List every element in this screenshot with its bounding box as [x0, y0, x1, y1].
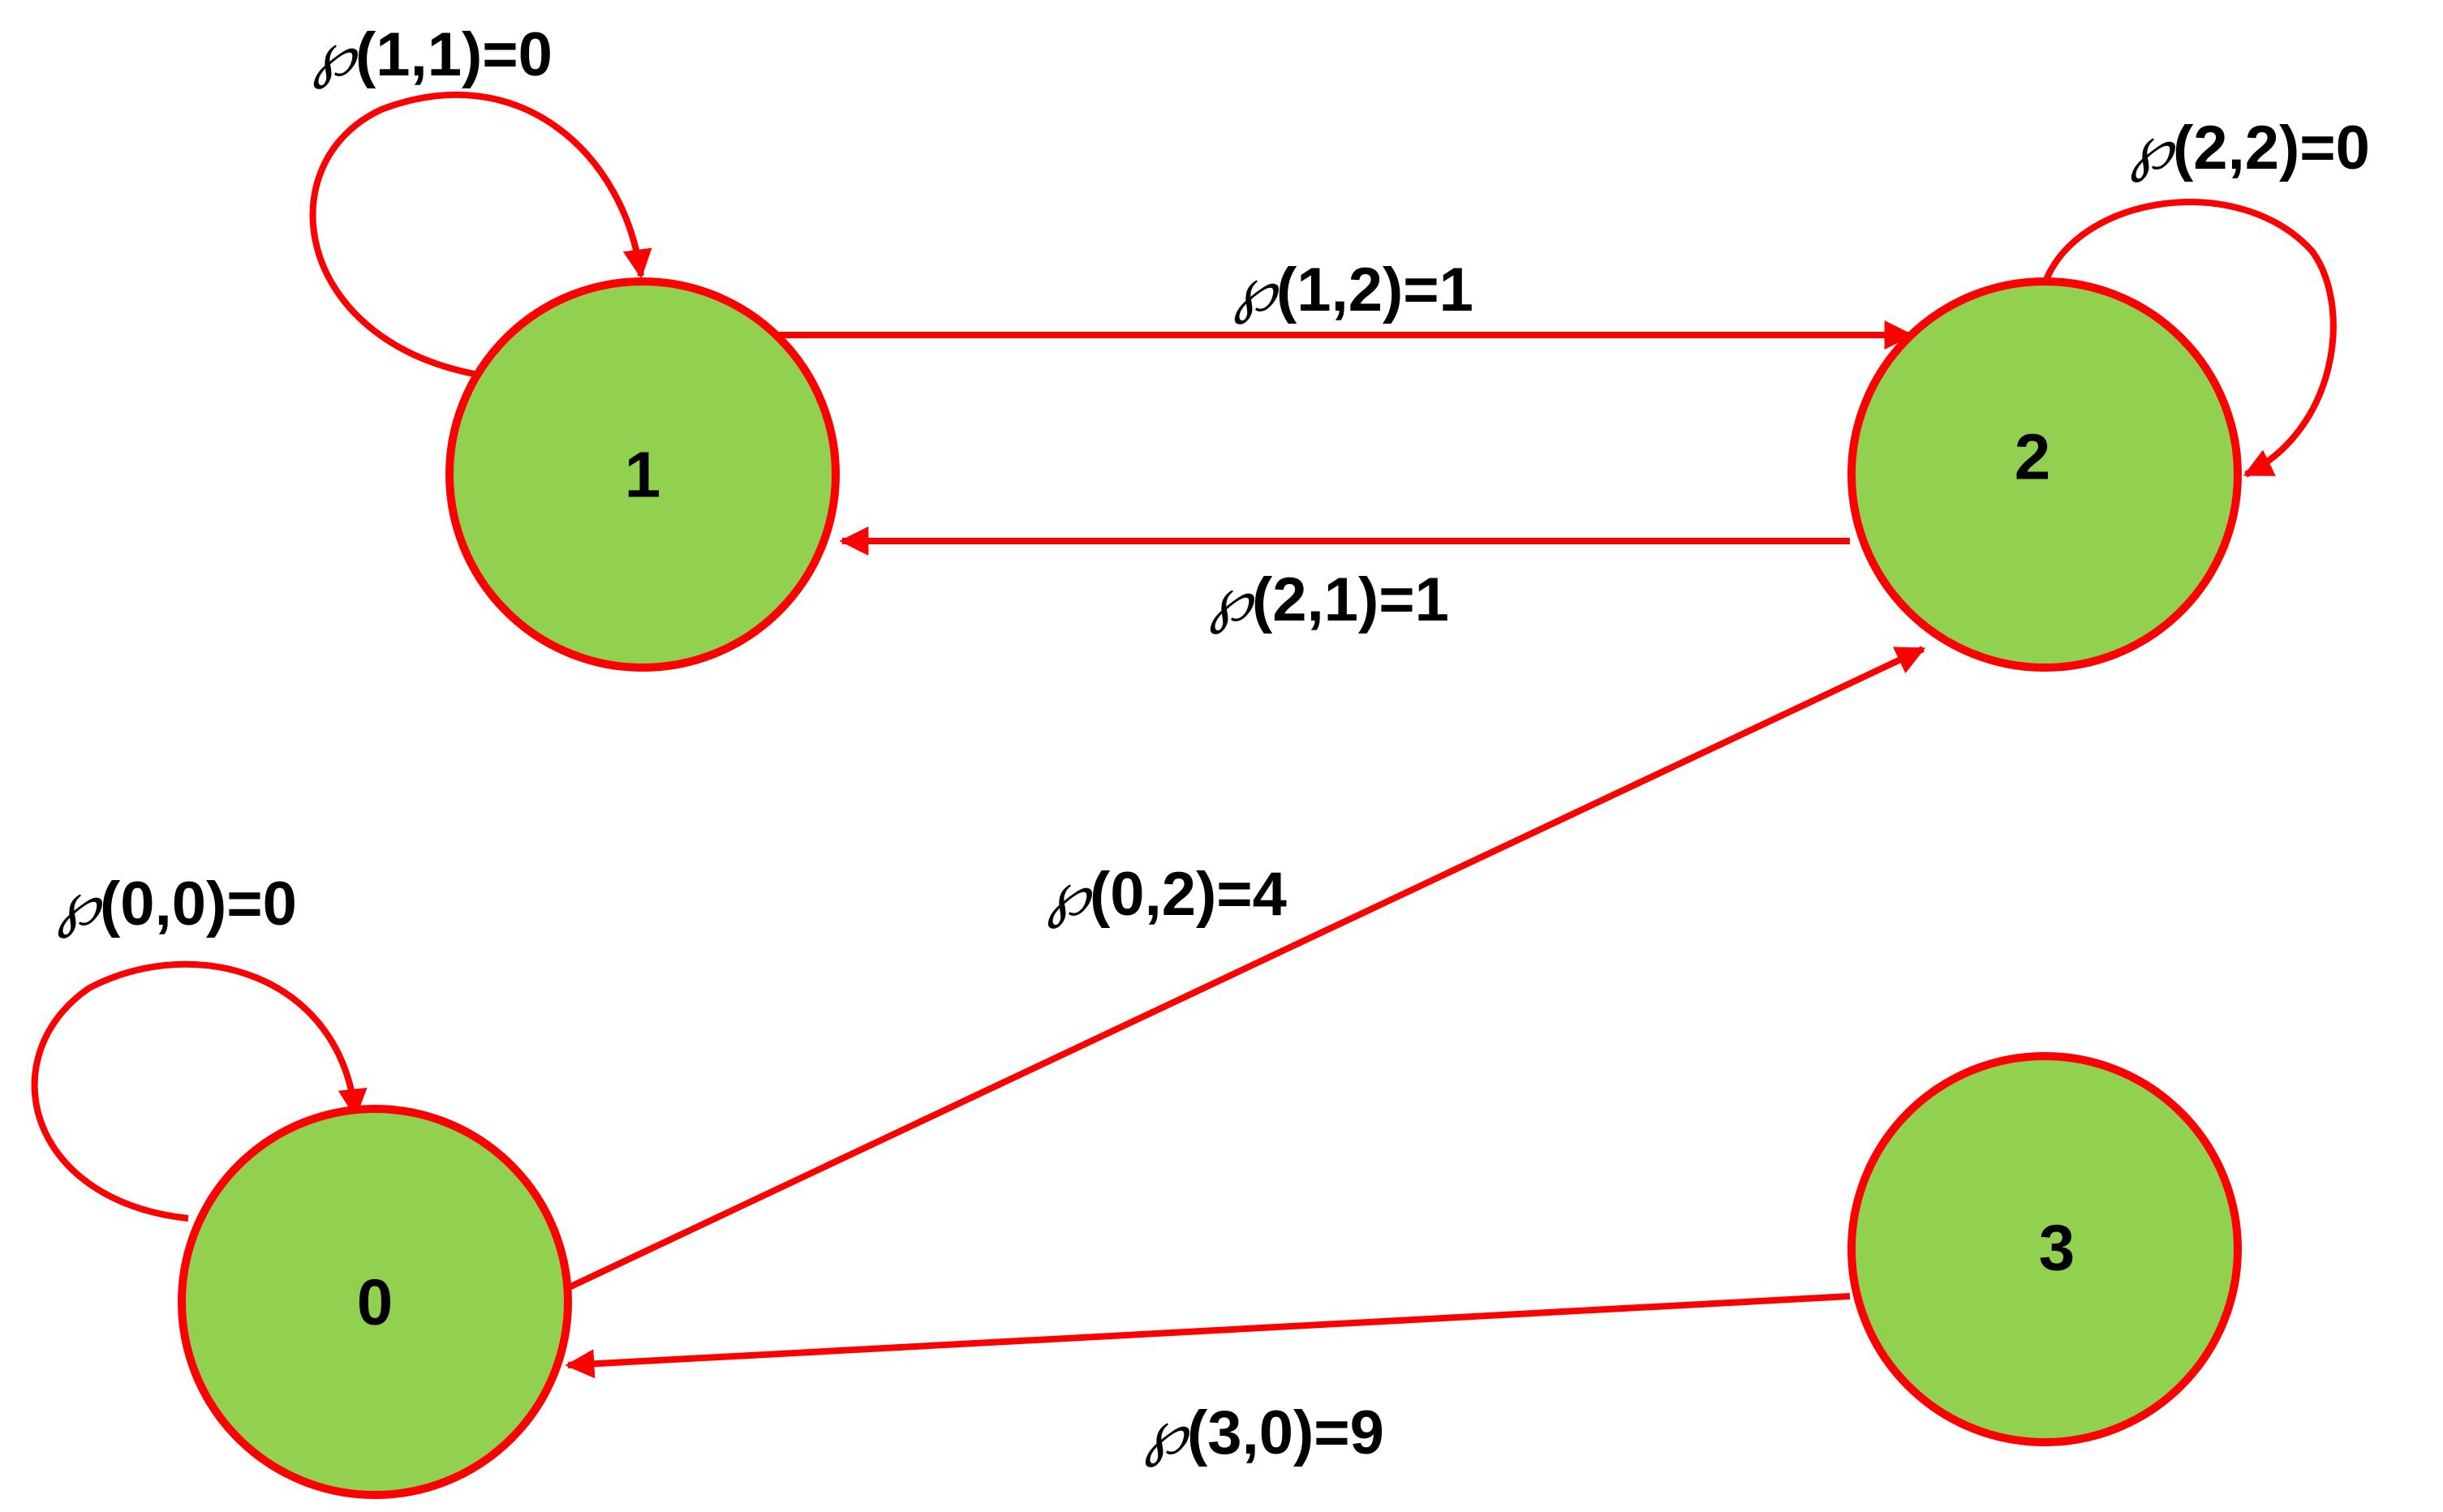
edge-2-1-label: ℘(2,1)=1 — [1209, 563, 1449, 635]
weierstrass-p-symbol: ℘ — [2130, 111, 2176, 183]
node-3-circle — [1847, 1052, 2242, 1446]
edge-2-2-label: ℘(2,2)=0 — [2130, 111, 2370, 183]
edge-2-1-label-text: (2,1)=1 — [1252, 565, 1449, 634]
node-0: 0 — [178, 1105, 572, 1499]
edge-0-0-label-text: (0,0)=0 — [100, 870, 297, 939]
edge-1-1-label: ℘(1,1)=0 — [312, 18, 553, 90]
edge-3-0 — [565, 1293, 1851, 1379]
edge-2-2-label-text: (2,2)=0 — [2173, 114, 2370, 183]
weierstrass-p-symbol: ℘ — [312, 18, 359, 90]
node-1-label: 1 — [625, 439, 661, 511]
edge-0-0 — [31, 960, 368, 1222]
weierstrass-p-symbol: ℘ — [1233, 253, 1280, 325]
edge-0-2-label: ℘(0,2)=4 — [1047, 857, 1287, 930]
edge-0-0-label: ℘(0,0)=0 — [57, 867, 297, 939]
edge-1-2-label: ℘(1,2)=1 — [1233, 253, 1473, 325]
node-0-circle — [178, 1105, 572, 1499]
weierstrass-p-symbol: ℘ — [1144, 1396, 1190, 1468]
node-1-circle — [445, 277, 840, 672]
weierstrass-p-symbol: ℘ — [1209, 563, 1255, 635]
edge-1-1 — [309, 92, 652, 378]
node-2-label: 2 — [2015, 421, 2051, 493]
weierstrass-p-symbol: ℘ — [1047, 857, 1093, 930]
node-3: 3 — [1847, 1052, 2242, 1446]
node-2: 2 — [1847, 277, 2242, 672]
edge-3-0-label: ℘(3,0)=9 — [1144, 1396, 1384, 1468]
node-2-circle — [1847, 277, 2242, 672]
edge-0-2 — [562, 646, 1926, 1293]
edge-0-2-label-text: (0,2)=4 — [1090, 860, 1287, 929]
node-1: 1 — [445, 277, 840, 672]
edge-1-2-label-text: (1,2)=1 — [1276, 256, 1473, 324]
edge-1-1-label-text: (1,1)=0 — [355, 20, 553, 89]
edge-3-0-label-text: (3,0)=9 — [1187, 1398, 1384, 1467]
edge-2-2 — [2041, 199, 2337, 478]
node-0-label: 0 — [357, 1266, 394, 1338]
node-3-label: 3 — [2039, 1212, 2075, 1284]
weierstrass-p-symbol: ℘ — [57, 867, 103, 939]
